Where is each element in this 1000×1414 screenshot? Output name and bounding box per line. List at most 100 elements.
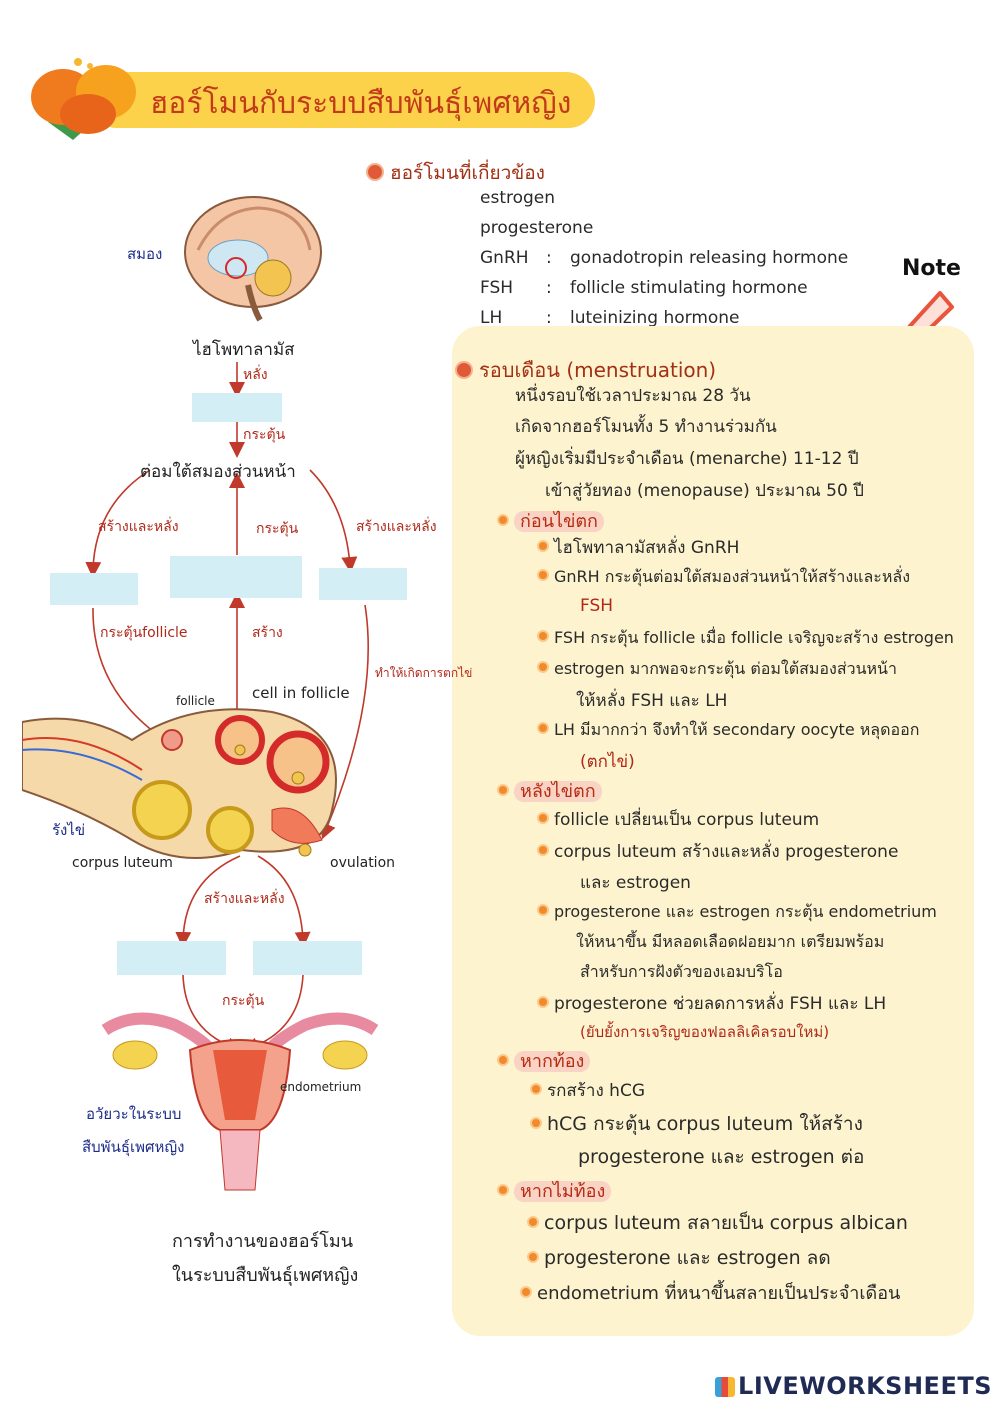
cycle-heading: รอบเดือน (menstruation) — [455, 354, 716, 386]
produce-secrete-bottom-label: สร้างและหลั่ง — [204, 891, 285, 907]
bullet-icon — [527, 1216, 539, 1228]
bullet-icon — [537, 540, 549, 552]
bullet-icon — [537, 722, 549, 734]
pregnant-heading: หากท้อง — [497, 1046, 591, 1075]
cycle-heading-text: รอบเดือน (menstruation) — [479, 358, 717, 382]
list-item: endometrium ที่หนาขึ้นสลายเป็นประจำเดือน — [520, 1278, 900, 1307]
hormone-item: FSH:follicle stimulating hormone — [480, 278, 900, 308]
note-label: Note — [902, 256, 961, 281]
list-item-cont: และ estrogen — [580, 873, 691, 893]
bullet-icon — [530, 1117, 542, 1129]
bullet-icon — [497, 1184, 509, 1196]
list-item: corpus luteum สร้างและหลั่ง progesterone — [537, 838, 898, 865]
list-item: follicle เปลี่ยนเป็น corpus luteum — [537, 806, 819, 833]
answer-box-estrogen-2[interactable] — [253, 941, 362, 975]
produce-secrete-right-label: สร้างและหลั่ง — [356, 519, 437, 535]
stimulate-label: กระตุ้น — [243, 427, 286, 443]
answer-box-fsh[interactable] — [50, 573, 138, 605]
pituitary-label: ต่อมใต้สมองส่วนหน้า — [140, 462, 296, 482]
list-item-text: FSH กระตุ้น follicle เมื่อ follicle เจริ… — [554, 628, 954, 647]
list-item: FSH กระตุ้น follicle เมื่อ follicle เจริ… — [537, 626, 954, 651]
hormone-abbr: progesterone — [480, 218, 594, 238]
answer-box-lh[interactable] — [319, 568, 407, 600]
before-ovulation-heading: ก่อนไข่ตก — [497, 506, 604, 535]
bullet-icon — [497, 784, 509, 796]
cell-in-follicle-label: cell in follicle — [252, 684, 350, 702]
not-pregnant-heading: หากไม่ท้อง — [497, 1176, 612, 1205]
hormone-abbr: LH — [480, 308, 503, 328]
list-item-text: estrogen มากพอจะกระตุ้น ต่อมใต้สมองส่วนห… — [554, 659, 897, 678]
bullet-icon — [537, 569, 549, 581]
stimulate-center-label: กระตุ้น — [256, 521, 299, 537]
answer-box-gnrh[interactable] — [192, 393, 282, 422]
brain-icon — [184, 196, 322, 322]
ovulation-label: ovulation — [330, 855, 396, 871]
hormone-item: estrogen — [480, 188, 900, 218]
hormone-abbr: GnRH — [480, 248, 529, 268]
list-item-cont: FSH — [580, 596, 614, 616]
list-item-text: GnRH กระตุ้นต่อมใต้สมองส่วนหน้าให้สร้างแ… — [554, 567, 911, 586]
list-item-text: progesterone ช่วยลดการหลั่ง FSH และ LH — [554, 994, 887, 1014]
hormone-full: gonadotropin releasing hormone — [570, 248, 849, 268]
list-item: estrogen มากพอจะกระตุ้น ต่อมใต้สมองส่วนห… — [537, 657, 897, 682]
list-item: LH มีมากกว่า จึงทำให้ secondary oocyte ห… — [537, 718, 919, 743]
bullet-icon — [537, 904, 549, 916]
answer-box-estrogen[interactable] — [170, 556, 302, 598]
title-banner — [95, 72, 595, 128]
list-item: ไฮโพทาลามัสหลั่ง GnRH — [537, 534, 739, 561]
list-item: รกสร้าง hCG — [530, 1077, 645, 1104]
hormone-sep: : — [546, 248, 552, 268]
cycle-line: ผู้หญิงเริ่มมีประจำเดือน (menarche) 11-1… — [515, 449, 859, 469]
after-ovulation-heading-text: หลังไข่ตก — [514, 781, 602, 802]
list-item: progesterone และ estrogen ลด — [527, 1243, 831, 1273]
produce-secrete-left-label: สร้างและหลั่ง — [98, 519, 179, 535]
organ-label-line2: สืบพันธุ์เพศหญิง — [82, 1138, 185, 1156]
list-item-text: follicle เปลี่ยนเป็น corpus luteum — [554, 810, 820, 830]
bullet-icon — [497, 1054, 509, 1066]
stimulate-bottom-label: กระตุ้น — [222, 993, 265, 1009]
list-item-text: corpus luteum สลายเป็น corpus albican — [544, 1212, 908, 1234]
corpus-luteum-label: corpus luteum — [72, 855, 173, 871]
bullet-icon — [455, 361, 473, 379]
cycle-line: เข้าสู่วัยทอง (menopause) ประมาณ 50 ปี — [545, 481, 864, 501]
list-item: progesterone ช่วยลดการหลั่ง FSH และ LH — [537, 990, 886, 1017]
bullet-icon — [527, 1251, 539, 1263]
page-title: ฮอร์โมนกับระบบสืบพันธุ์เพศหญิง — [150, 86, 572, 121]
produce-label: สร้าง — [252, 625, 283, 641]
hormone-full: follicle stimulating hormone — [570, 278, 808, 298]
notes-panel — [452, 326, 974, 1336]
list-item: corpus luteum สลายเป็น corpus albican — [527, 1208, 908, 1238]
pregnant-heading-text: หากท้อง — [514, 1051, 591, 1072]
list-item-text: LH มีมากกว่า จึงทำให้ secondary oocyte ห… — [554, 720, 920, 739]
list-item-cont: (ตกไข่) — [580, 752, 635, 772]
cause-ovulation-label: ทำให้เกิดการตกไข่ — [375, 666, 473, 680]
list-item-text: hCG กระตุ้น corpus luteum ให้สร้าง — [547, 1113, 863, 1135]
brain-label: สมอง — [127, 245, 163, 263]
flower-icon — [31, 58, 136, 140]
cycle-line: เกิดจากฮอร์โมนทั้ง 5 ทำงานร่วมกัน — [515, 417, 777, 437]
list-item: progesterone และ estrogen กระตุ้น endome… — [537, 900, 937, 925]
hormones-heading-text: ฮอร์โมนที่เกี่ยวข้อง — [390, 162, 545, 184]
hormone-sep: : — [546, 278, 552, 298]
hormones-heading: ฮอร์โมนที่เกี่ยวข้อง — [366, 158, 545, 188]
hormone-item: LH:luteinizing hormone — [480, 308, 900, 338]
list-item-text: progesterone และ estrogen กระตุ้น endome… — [554, 902, 937, 921]
list-item-text: ไฮโพทาลามัสหลั่ง GnRH — [554, 538, 740, 558]
hormone-sep: : — [546, 308, 552, 328]
bullet-icon — [537, 844, 549, 856]
diagram-caption-line1: การทำงานของฮอร์โมน — [172, 1231, 354, 1252]
bullet-icon — [537, 812, 549, 824]
list-item-cont: (ยับยั้งการเจริญของฟอลลิเคิลรอบใหม่) — [580, 1023, 830, 1041]
diagram-caption-line2: ในระบบสืบพันธุ์เพศหญิง — [172, 1265, 359, 1286]
before-ovulation-heading-text: ก่อนไข่ตก — [514, 511, 604, 532]
stimulate-follicle-label: กระตุ้นfollicle — [100, 625, 188, 641]
hypothalamus-label: ไฮโพทาลามัส — [193, 340, 295, 360]
endometrium-label: endometrium — [280, 1080, 362, 1094]
hormone-list: estrogen progesterone GnRH: gonadotropin … — [480, 188, 900, 338]
answer-box-progesterone[interactable] — [117, 941, 226, 975]
not-pregnant-heading-text: หากไม่ท้อง — [514, 1181, 612, 1202]
bullet-icon — [497, 514, 509, 526]
logo-icon — [715, 1377, 736, 1397]
bullet-icon — [537, 661, 549, 673]
hormone-item: progesterone — [480, 218, 900, 248]
